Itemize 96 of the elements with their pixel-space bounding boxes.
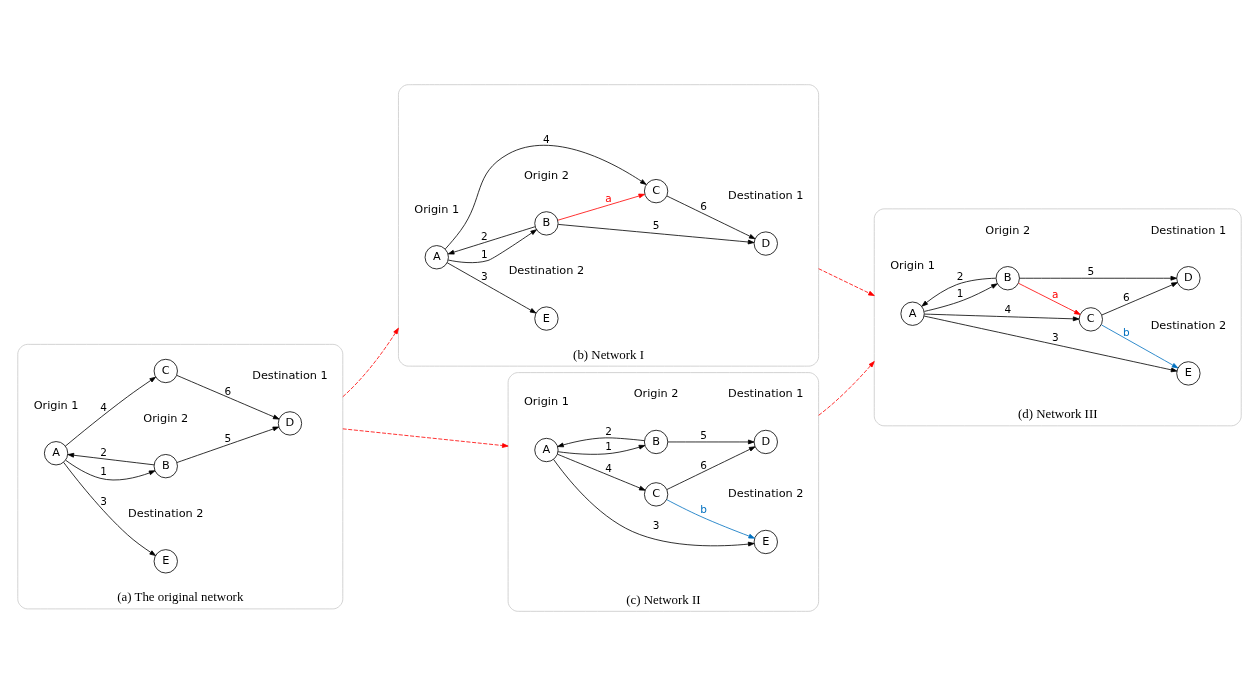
arrow bbox=[924, 283, 998, 312]
edge-label: 6 bbox=[224, 384, 232, 397]
arrow bbox=[67, 452, 155, 466]
arrow bbox=[557, 224, 755, 245]
edge-label: 1 bbox=[605, 440, 612, 453]
arrow bbox=[666, 499, 755, 539]
node-circle: C bbox=[153, 358, 178, 384]
node-label: Origin 2 bbox=[143, 411, 189, 425]
arrow bbox=[446, 262, 537, 314]
edge-label: 3 bbox=[480, 270, 488, 283]
node-label: Origin 2 bbox=[633, 387, 679, 401]
edge-label: 2 bbox=[480, 229, 488, 242]
arrow bbox=[1018, 282, 1081, 315]
node-label: Destination 1 bbox=[252, 368, 328, 382]
node-circle: B bbox=[995, 266, 1020, 291]
arrow bbox=[923, 315, 1178, 373]
arrow bbox=[65, 376, 156, 447]
edge-label: 3 bbox=[100, 495, 107, 508]
arrow bbox=[818, 268, 875, 296]
edge-label: 3 bbox=[652, 518, 660, 531]
arrow bbox=[557, 437, 645, 448]
node-circle: E bbox=[753, 529, 778, 555]
node-label: Origin 1 bbox=[890, 259, 936, 273]
arrow bbox=[557, 444, 646, 455]
edge-label: 5 bbox=[700, 429, 708, 442]
edge-label: 6 bbox=[700, 458, 708, 471]
arrow bbox=[666, 446, 756, 490]
edge-label: 4 bbox=[1004, 303, 1012, 316]
edge-label: 5 bbox=[224, 432, 232, 445]
arrow bbox=[818, 361, 875, 416]
edge-label: 3 bbox=[1052, 331, 1059, 344]
edge-label: 2 bbox=[100, 445, 107, 458]
edge-label: 1 bbox=[480, 247, 488, 260]
node-circle: B bbox=[153, 454, 178, 479]
arrow bbox=[924, 313, 1080, 322]
edge-label: 2 bbox=[956, 270, 964, 283]
node-circle: D bbox=[753, 231, 778, 256]
node-circle: B bbox=[644, 429, 669, 455]
arrow bbox=[1019, 275, 1177, 281]
node-circle: A bbox=[900, 301, 925, 326]
edge-label: 4 bbox=[543, 133, 550, 146]
arrow bbox=[1101, 324, 1179, 369]
node-label: Origin 1 bbox=[414, 202, 460, 216]
arrow bbox=[447, 226, 536, 255]
node-label: Destination 1 bbox=[728, 188, 804, 202]
node-circle: A bbox=[424, 245, 449, 270]
node-label: Origin 1 bbox=[523, 395, 569, 409]
arrow bbox=[666, 195, 756, 240]
arrow bbox=[444, 144, 647, 250]
arrow bbox=[65, 459, 156, 481]
node-circle: E bbox=[153, 549, 178, 574]
arrow bbox=[557, 453, 646, 491]
arrow bbox=[176, 426, 280, 463]
node-label: Destination 2 bbox=[508, 263, 585, 277]
node-circle: A bbox=[534, 437, 559, 463]
node-label: Destination 2 bbox=[1150, 318, 1227, 332]
node-circle: E bbox=[534, 306, 559, 331]
node-circle: C bbox=[644, 482, 669, 507]
arrow bbox=[63, 462, 156, 556]
arrow bbox=[342, 327, 399, 398]
edge-label: 4 bbox=[605, 462, 612, 475]
edge-label: 6 bbox=[1122, 291, 1130, 304]
node-circle: C bbox=[1078, 307, 1103, 332]
edge-label: 5 bbox=[652, 219, 660, 232]
node-label: Destination 2 bbox=[128, 506, 204, 520]
edge-label: 2 bbox=[605, 425, 612, 438]
node-circle: C bbox=[644, 179, 669, 204]
node-circle: D bbox=[277, 411, 303, 436]
arrow bbox=[553, 459, 755, 547]
edge-label: 5 bbox=[1087, 265, 1095, 278]
arrow bbox=[667, 439, 755, 445]
arrow bbox=[447, 229, 537, 264]
arrow bbox=[557, 193, 645, 221]
node-label: Origin 2 bbox=[985, 223, 1031, 237]
arrow bbox=[176, 374, 280, 420]
edge-label: 1 bbox=[100, 465, 107, 478]
edge-label: 6 bbox=[700, 200, 708, 213]
edge-label: b bbox=[1122, 325, 1130, 338]
node-label: Destination 1 bbox=[1150, 223, 1227, 237]
node-label: Destination 1 bbox=[728, 387, 804, 401]
node-circle: B bbox=[534, 211, 559, 236]
edge-label: a bbox=[605, 191, 612, 204]
node-circle: E bbox=[1176, 361, 1201, 386]
arrow bbox=[342, 428, 509, 448]
node-label: Destination 2 bbox=[728, 487, 804, 501]
arrow bbox=[921, 277, 997, 307]
node-circle: A bbox=[43, 441, 69, 466]
edge-label: 1 bbox=[956, 287, 964, 300]
node-circle: D bbox=[1176, 266, 1201, 291]
node-circle: D bbox=[753, 429, 778, 455]
arrow bbox=[1101, 282, 1178, 316]
edge-label: b bbox=[700, 503, 708, 516]
node-label: Origin 1 bbox=[33, 398, 79, 412]
edge-label: a bbox=[1052, 287, 1059, 300]
edge-label: 4 bbox=[100, 400, 107, 413]
node-label: Origin 2 bbox=[523, 168, 569, 182]
